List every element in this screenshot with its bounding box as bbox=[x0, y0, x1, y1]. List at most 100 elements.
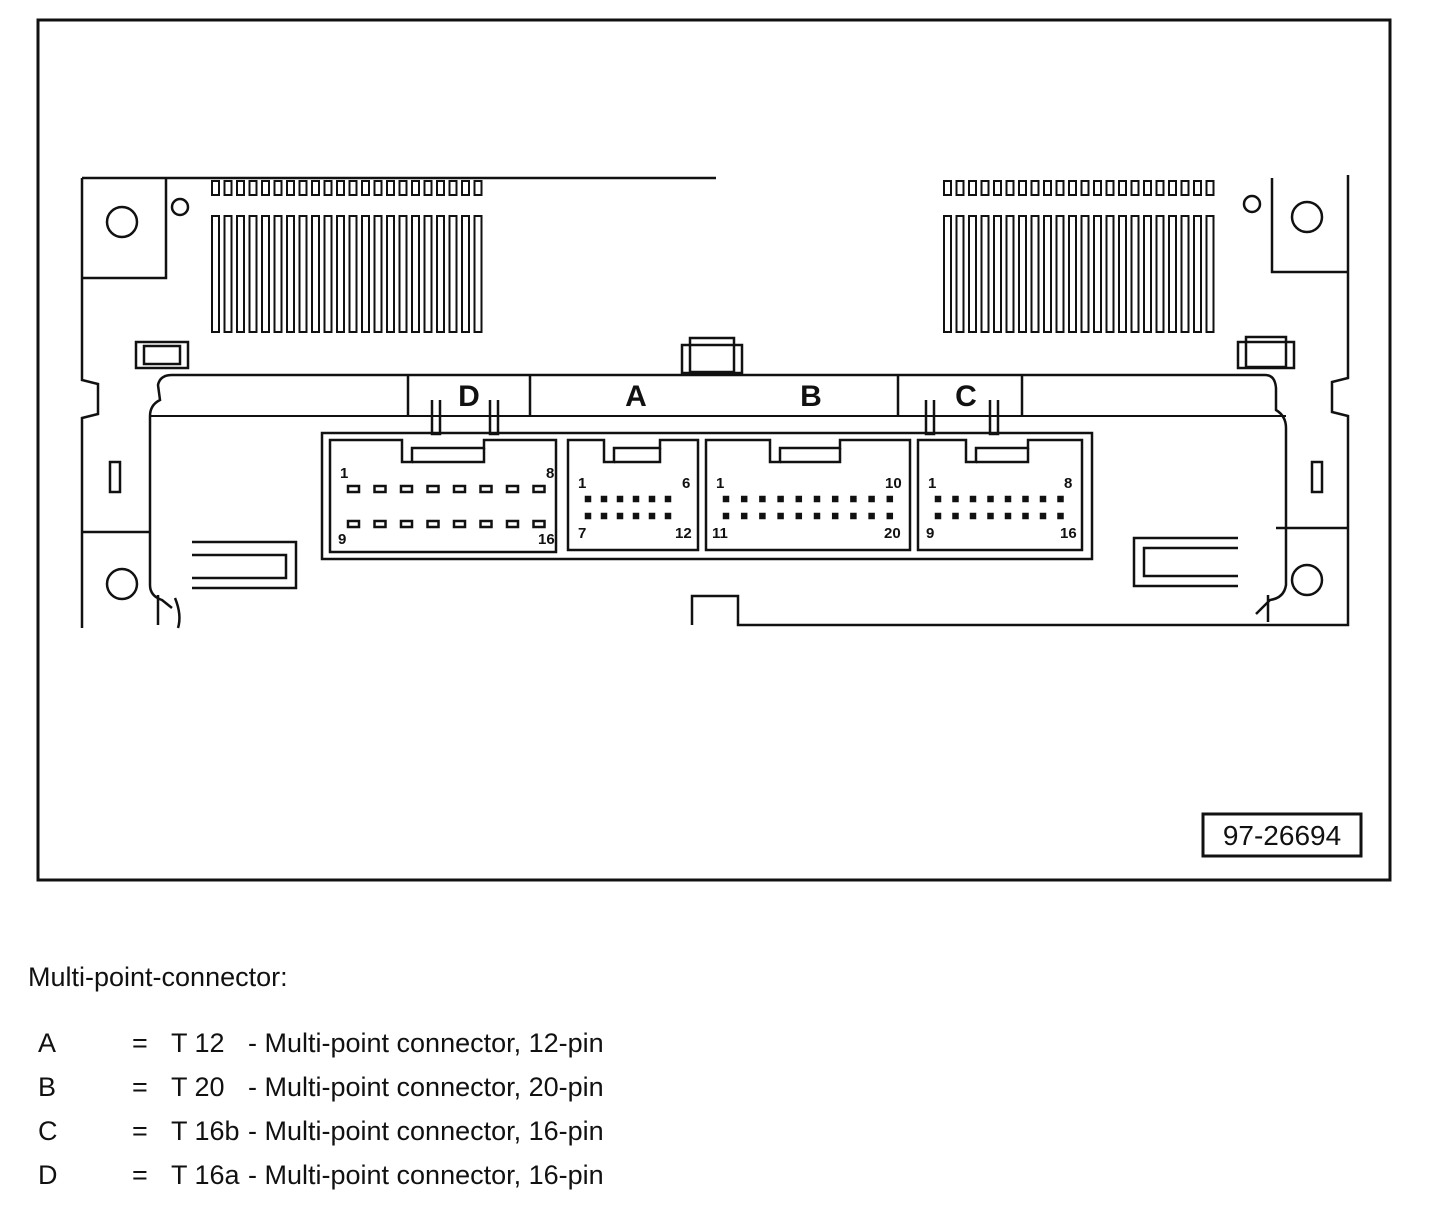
heatsink-fin-top bbox=[1030, 180, 1040, 196]
pin-socket bbox=[584, 495, 592, 503]
legend-title: Multi-point-connector: bbox=[28, 962, 288, 992]
heatsink-fin bbox=[398, 215, 408, 333]
connector-label-c: C bbox=[955, 380, 977, 413]
figure-number: 97-26694 bbox=[1223, 820, 1341, 851]
pin-socket bbox=[969, 495, 977, 503]
heatsink-fin bbox=[436, 215, 445, 333]
heatsink-fin-top bbox=[1193, 180, 1202, 196]
heatsink-fin-top bbox=[411, 180, 420, 196]
heatsink-fin-top bbox=[436, 180, 445, 196]
heatsink-fin-top bbox=[461, 180, 470, 196]
heatsink-fin bbox=[373, 215, 383, 333]
heatsink-fin bbox=[1193, 215, 1202, 333]
heatsink-fin-top bbox=[348, 180, 358, 196]
heatsink-fin bbox=[993, 215, 1002, 333]
pin-label-d-last-top: 8 bbox=[546, 465, 554, 482]
heatsink-fin-top bbox=[223, 180, 233, 196]
pin-socket bbox=[934, 512, 942, 520]
heatsink-fin bbox=[336, 215, 345, 333]
legend-row-d: D = T 16a - Multi-point connector, 16-pi… bbox=[28, 1153, 1128, 1197]
pin-label-d-first-bottom: 9 bbox=[338, 531, 346, 548]
pin-socket bbox=[664, 495, 672, 503]
legend-equals: = bbox=[132, 1116, 148, 1146]
pin-label-b-first: 1 bbox=[716, 475, 724, 492]
pin-socket bbox=[346, 484, 361, 494]
pin-socket bbox=[795, 512, 803, 520]
pin-socket bbox=[648, 495, 656, 503]
heatsink-fins bbox=[211, 180, 1215, 333]
pin-socket bbox=[1022, 495, 1029, 503]
pin-socket bbox=[831, 495, 839, 503]
heatsink-fin-top bbox=[1093, 180, 1102, 196]
pin-socket bbox=[934, 495, 942, 503]
pin-socket bbox=[759, 495, 766, 503]
pin-label-d-first: 1 bbox=[340, 465, 348, 482]
heatsink-fin-top bbox=[398, 180, 408, 196]
heatsink-fin bbox=[968, 215, 977, 333]
heatsink-fin-top bbox=[298, 180, 308, 196]
pin-label-c-last-top: 8 bbox=[1064, 475, 1072, 492]
heatsink-fin-top bbox=[311, 180, 320, 196]
legend-row-c: C = T 16b - Multi-point connector, 16-pi… bbox=[28, 1109, 1128, 1153]
heatsink-fin-top bbox=[1168, 180, 1177, 196]
heatsink-fin bbox=[1005, 215, 1015, 333]
heatsink-fin-top bbox=[1068, 180, 1077, 196]
legend-letter: C bbox=[38, 1116, 58, 1146]
pin-socket bbox=[505, 519, 520, 529]
heatsink-fin-top bbox=[1105, 180, 1115, 196]
legend-code: T 16b bbox=[171, 1116, 240, 1146]
pin-socket bbox=[722, 512, 730, 520]
pin-socket bbox=[426, 519, 440, 529]
pin-socket bbox=[1057, 495, 1064, 503]
heatsink-fin-top bbox=[236, 180, 245, 196]
legend-letter: B bbox=[38, 1072, 57, 1102]
heatsink-fin-top bbox=[1180, 180, 1190, 196]
heatsink-fin bbox=[1018, 215, 1027, 333]
heatsink-fin-top bbox=[1055, 180, 1065, 196]
pin-label-a-last-top: 6 bbox=[682, 475, 690, 492]
pin-socket bbox=[373, 484, 387, 494]
heatsink-fin-top bbox=[273, 180, 283, 196]
heatsink-fin bbox=[461, 215, 470, 333]
heatsink-fin-top bbox=[993, 180, 1002, 196]
pin-socket bbox=[532, 484, 546, 494]
pin-socket bbox=[1057, 512, 1064, 520]
pin-socket bbox=[777, 495, 784, 503]
pin-label-c-first: 1 bbox=[928, 475, 936, 492]
connector-label-a: A bbox=[625, 380, 647, 413]
heatsink-fin bbox=[1105, 215, 1115, 333]
heatsink-fin bbox=[1080, 215, 1090, 333]
heatsink-fin bbox=[211, 215, 220, 333]
pin-socket bbox=[987, 512, 994, 520]
heatsink-fin-top bbox=[1130, 180, 1140, 196]
heatsink-fin-top bbox=[423, 180, 433, 196]
pin-socket bbox=[987, 495, 994, 503]
pin-socket bbox=[505, 484, 520, 494]
heatsink-fin-top bbox=[286, 180, 295, 196]
heatsink-fin-top bbox=[448, 180, 458, 196]
legend-letter: D bbox=[38, 1160, 58, 1190]
pin-socket bbox=[426, 484, 440, 494]
pin-socket bbox=[1004, 512, 1012, 520]
heatsink-fin bbox=[273, 215, 283, 333]
pin-socket bbox=[452, 519, 467, 529]
heatsink-fin bbox=[248, 215, 258, 333]
connector-label-d: D bbox=[458, 380, 480, 413]
heatsink-fin bbox=[411, 215, 420, 333]
heatsink-fin bbox=[1130, 215, 1140, 333]
pin-socket bbox=[1004, 495, 1012, 503]
pin-socket bbox=[952, 512, 959, 520]
pin-socket bbox=[1039, 495, 1047, 503]
pin-label-a-last: 12 bbox=[675, 525, 692, 542]
legend-equals: = bbox=[132, 1160, 148, 1190]
pin-socket bbox=[795, 495, 803, 503]
pin-socket bbox=[479, 519, 493, 529]
pin-socket bbox=[648, 512, 656, 520]
heatsink-fin bbox=[955, 215, 965, 333]
pin-socket bbox=[831, 512, 839, 520]
pin-socket bbox=[616, 495, 624, 503]
pin-socket bbox=[722, 495, 730, 503]
pin-socket bbox=[868, 512, 875, 520]
legend-description: - Multi-point connector, 16-pin bbox=[248, 1116, 604, 1146]
heatsink-fin bbox=[1093, 215, 1102, 333]
